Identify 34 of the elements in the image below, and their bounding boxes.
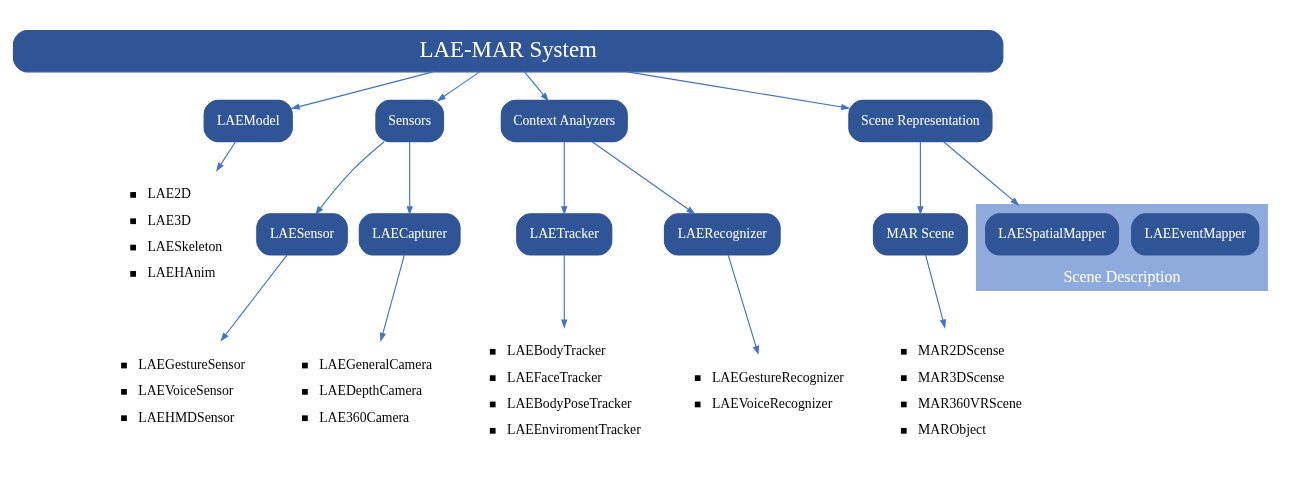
node-box: Sensors <box>375 99 445 142</box>
node-text: LAEGeneralCamera LAEDepthCamera LAE360Camera <box>319 356 433 425</box>
node-text: LAE2D LAE3D LAESkeleton LAEHAnim <box>147 185 223 280</box>
arrow <box>917 140 924 215</box>
node-box: Context Analyzers <box>500 99 628 142</box>
node-box: LAERecognizer <box>663 212 781 256</box>
node-text: LAEBodyTracker LAEFaceTracker LAEBodyPoseTracker LAEEnviromentTracker <box>507 342 641 437</box>
node-box: LAESpatialMapper <box>985 212 1120 256</box>
arrow <box>591 140 696 214</box>
arrow <box>523 70 549 101</box>
node-box: LAESensor <box>256 212 348 256</box>
arrow <box>216 140 236 172</box>
arrow <box>943 140 1020 206</box>
arrow <box>561 254 568 329</box>
node-box: LAEEventMapper <box>1131 212 1260 256</box>
arrow <box>379 254 405 342</box>
arrow <box>727 254 759 355</box>
node-box: LAECapturer <box>358 212 461 256</box>
node-box: LAETracker <box>516 212 613 256</box>
arrow <box>561 140 568 215</box>
node-box: Scene Representation <box>848 99 993 142</box>
node-text: MAR2DScense MAR3DScense MAR360VRScene MARObject <box>918 342 1022 437</box>
node-text: LAEGestureRecognizer LAEVoiceRecognizer <box>711 369 844 411</box>
arrow <box>436 70 481 101</box>
node-text: LAEGestureSensor LAEVoiceSensor LAEHMDSensor <box>138 356 246 425</box>
arrow <box>406 140 413 215</box>
arrow <box>315 140 385 215</box>
node-box: LAEModel <box>203 99 293 142</box>
arrow <box>220 254 288 342</box>
arrow <box>626 70 851 110</box>
arrow <box>290 70 434 110</box>
node-box: MAR Scene <box>872 212 968 256</box>
node-box: LAE-MAR System <box>12 29 1004 72</box>
arrow <box>925 254 946 329</box>
